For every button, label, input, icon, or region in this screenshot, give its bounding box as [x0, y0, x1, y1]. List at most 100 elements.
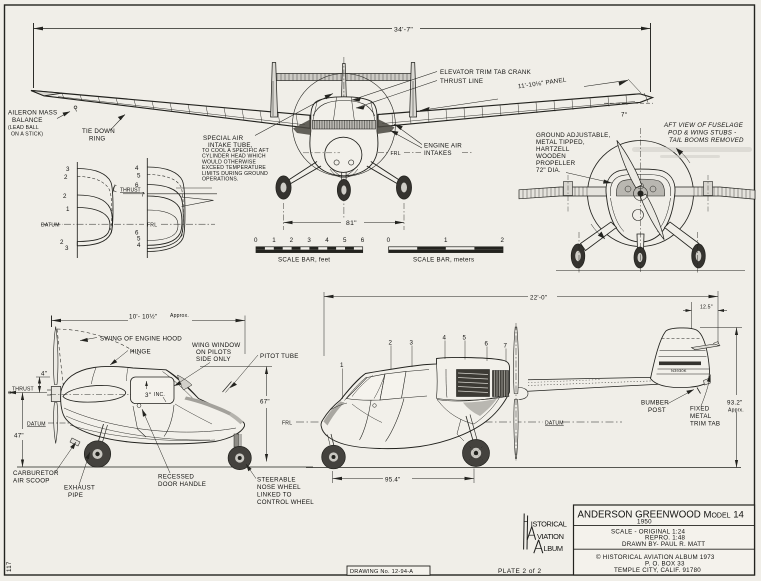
svg-text:BUMBER: BUMBER: [641, 400, 669, 407]
svg-text:THRUST LINE: THRUST LINE: [440, 78, 483, 85]
svg-text:TAIL BOOMS REMOVED: TAIL BOOMS REMOVED: [669, 137, 744, 144]
svg-text:3: 3: [66, 166, 70, 173]
svg-text:5: 5: [137, 173, 141, 180]
svg-text:DOOR HANDLE: DOOR HANDLE: [158, 481, 206, 488]
svg-text:REPRO. 1:48: REPRO. 1:48: [645, 534, 686, 541]
svg-text:THRUST: THRUST: [120, 188, 141, 194]
svg-text:3: 3: [307, 237, 311, 244]
svg-text:BALANCE: BALANCE: [12, 117, 43, 124]
svg-text:2: 2: [290, 237, 294, 244]
svg-text:GROUND ADJUSTABLE,: GROUND ADJUSTABLE,: [536, 132, 611, 139]
svg-text:PITOT TUBE: PITOT TUBE: [260, 353, 299, 360]
svg-text:3: 3: [65, 245, 69, 252]
svg-text:SWING OF ENGINE HOOD: SWING OF ENGINE HOOD: [100, 336, 182, 343]
svg-text:4: 4: [135, 165, 139, 172]
svg-text:TO COOL A SPECIFIC AFT: TO COOL A SPECIFIC AFT: [202, 148, 269, 154]
svg-text:5: 5: [137, 236, 141, 243]
svg-text:INTAKE TUBE,: INTAKE TUBE,: [208, 142, 253, 149]
svg-text:6: 6: [135, 230, 139, 237]
svg-text:0: 0: [254, 237, 258, 244]
svg-text:THRUST: THRUST: [12, 387, 34, 393]
svg-text:ON A STICK): ON A STICK): [11, 132, 43, 138]
svg-text:Apprx.: Apprx.: [728, 408, 744, 414]
svg-text:RING: RING: [89, 136, 105, 143]
svg-text:ANDERSON GREENWOOD MODEL 14: ANDERSON GREENWOOD MODEL 14: [578, 510, 745, 521]
svg-text:1: 1: [444, 237, 448, 244]
svg-text:FRL: FRL: [391, 151, 401, 157]
svg-text:81": 81": [346, 220, 357, 227]
svg-text:HINGE: HINGE: [130, 349, 151, 356]
svg-text:WING WINDOW: WING WINDOW: [192, 342, 240, 349]
svg-text:ELEVATOR TRIM TAB CRANK: ELEVATOR TRIM TAB CRANK: [440, 69, 532, 76]
svg-text:2: 2: [64, 174, 68, 181]
svg-text:WOODEN: WOODEN: [536, 153, 566, 160]
svg-text:2: 2: [501, 237, 505, 244]
svg-text:DRAWING No. 12-94-A: DRAWING No. 12-94-A: [350, 569, 413, 575]
svg-text:22'-0": 22'-0": [530, 295, 547, 302]
svg-text:POST: POST: [648, 407, 666, 414]
svg-text:AILERON MASS: AILERON MASS: [8, 110, 57, 117]
svg-text:FIXED: FIXED: [690, 406, 710, 413]
svg-text:DATUM: DATUM: [545, 421, 564, 427]
svg-text:117: 117: [6, 561, 13, 572]
svg-text:AFT VIEW OF FUSELAGE: AFT VIEW OF FUSELAGE: [663, 122, 744, 129]
svg-text:1: 1: [66, 206, 70, 213]
svg-text:4: 4: [137, 242, 141, 249]
svg-text:3: 3: [410, 340, 414, 347]
svg-text:LINKED TO: LINKED TO: [257, 492, 292, 499]
svg-text:WOULD OTHERWISE: WOULD OTHERWISE: [202, 159, 257, 165]
svg-text:AIR SCOOP: AIR SCOOP: [13, 478, 50, 485]
svg-text:FRL: FRL: [282, 421, 292, 427]
svg-text:ENGINE AIR: ENGINE AIR: [424, 143, 462, 150]
svg-text:DATUM: DATUM: [41, 223, 60, 229]
svg-text:3": 3": [145, 392, 151, 399]
svg-text:SCALE - ORIGINAL 1:24: SCALE - ORIGINAL 1:24: [611, 528, 685, 535]
svg-text:VIATION: VIATION: [537, 532, 564, 541]
svg-text:CARBURETOR: CARBURETOR: [13, 470, 59, 477]
svg-text:6: 6: [135, 182, 139, 189]
svg-text:2: 2: [389, 340, 393, 347]
svg-text:CYLINDER HEAD WHICH: CYLINDER HEAD WHICH: [202, 154, 266, 160]
svg-text:HARTZELL: HARTZELL: [536, 146, 570, 153]
svg-text:7°: 7°: [621, 112, 628, 119]
svg-text:34'-7": 34'-7": [394, 27, 413, 34]
svg-text:47": 47": [14, 433, 24, 440]
svg-text:© HISTORICAL AVIATION ALBUM: © HISTORICAL AVIATION ALBUM 1973: [596, 554, 715, 561]
svg-text:TEMPLE CITY, CALIF. 91780: TEMPLE CITY, CALIF. 91780: [614, 567, 701, 574]
svg-text:ON PILOTS: ON PILOTS: [196, 349, 231, 356]
svg-text:4: 4: [325, 237, 329, 244]
svg-text:95.4": 95.4": [385, 477, 401, 484]
svg-text:TRIM TAB: TRIM TAB: [690, 421, 720, 428]
svg-text:2: 2: [60, 239, 64, 246]
svg-text:PROPELLER: PROPELLER: [536, 160, 576, 167]
svg-text:1: 1: [340, 362, 344, 369]
svg-text:72" DIA.: 72" DIA.: [536, 167, 561, 174]
svg-text:DATUM: DATUM: [27, 422, 46, 428]
svg-text:STEERABLE: STEERABLE: [257, 477, 296, 484]
svg-text:(LEAD BALL: (LEAD BALL: [8, 125, 39, 131]
svg-text:FRL: FRL: [147, 223, 157, 229]
svg-text:LBUM: LBUM: [544, 544, 563, 553]
svg-text:TIE DOWN: TIE DOWN: [82, 128, 115, 135]
svg-text:POD & WING STUBS -: POD & WING STUBS -: [668, 130, 736, 137]
svg-text:93.2": 93.2": [727, 400, 743, 407]
svg-text:N3930K: N3930K: [671, 368, 687, 373]
svg-text:7: 7: [141, 192, 145, 199]
svg-text:EXHAUST: EXHAUST: [64, 485, 95, 492]
svg-text:NOSE WHEEL: NOSE WHEEL: [257, 484, 301, 491]
svg-text:4": 4": [41, 371, 47, 378]
svg-text:INTAKES: INTAKES: [424, 150, 452, 157]
svg-text:DRAWN BY- PAUL R. MATT: DRAWN BY- PAUL R. MATT: [622, 541, 705, 548]
svg-text:2: 2: [63, 193, 67, 200]
svg-text:PLATE 2 of 2: PLATE 2 of 2: [498, 568, 542, 575]
svg-text:5: 5: [463, 335, 467, 342]
svg-text:METAL: METAL: [690, 413, 712, 420]
svg-text:SCALE BAR, meters: SCALE BAR, meters: [413, 257, 474, 264]
svg-text:6: 6: [485, 341, 489, 348]
svg-text:SPECIAL AIR: SPECIAL AIR: [203, 135, 244, 142]
svg-text:0: 0: [387, 237, 391, 244]
svg-text:RECESSED: RECESSED: [158, 474, 194, 481]
svg-text:6: 6: [361, 237, 365, 244]
svg-text:7: 7: [504, 343, 508, 350]
svg-text:1950: 1950: [637, 519, 652, 526]
